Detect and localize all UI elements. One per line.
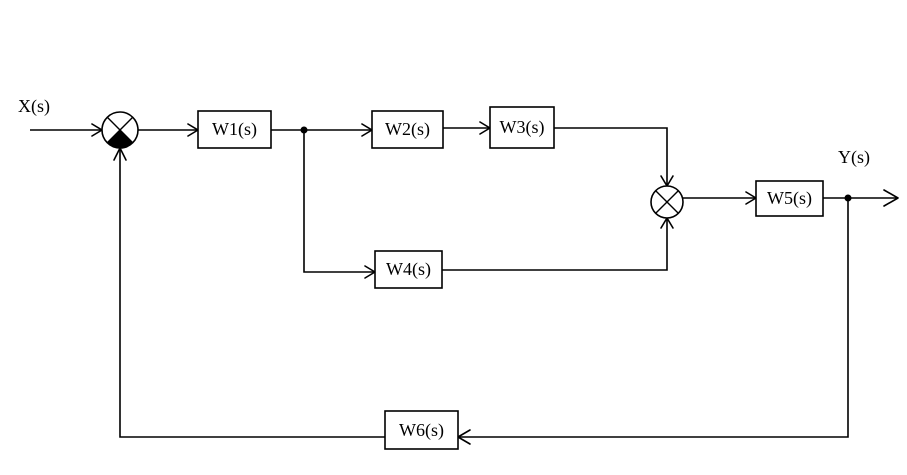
summing-junction-2 bbox=[650, 185, 684, 219]
negative-sign-sector bbox=[107, 130, 133, 148]
block-w5-label: W5(s) bbox=[767, 188, 812, 209]
block-w1-label: W1(s) bbox=[212, 119, 257, 140]
block-w2: W2(s) bbox=[371, 110, 444, 149]
connector-w4-sum2 bbox=[442, 217, 674, 271]
connector-feedback-w6 bbox=[457, 198, 849, 445]
block-w6: W6(s) bbox=[384, 410, 459, 450]
connector-w3-sum2 bbox=[554, 127, 674, 187]
block-w2-label: W2(s) bbox=[385, 119, 430, 140]
connector-branch-w4 bbox=[303, 130, 376, 279]
input-connector bbox=[30, 123, 103, 137]
summing-junction-1 bbox=[101, 111, 139, 149]
block-w3: W3(s) bbox=[489, 106, 555, 149]
connector-sum2-w5 bbox=[683, 191, 757, 205]
connector-w6-sum1 bbox=[113, 147, 385, 438]
connector-sum1-w1 bbox=[138, 123, 199, 137]
output-connector bbox=[823, 189, 899, 207]
connector-w2-w3 bbox=[443, 121, 491, 135]
block-w1: W1(s) bbox=[197, 110, 272, 149]
block-w3-label: W3(s) bbox=[500, 117, 545, 138]
block-w6-label: W6(s) bbox=[399, 420, 444, 441]
connector-w1-w2 bbox=[271, 123, 373, 137]
block-w5: W5(s) bbox=[755, 180, 824, 217]
input-signal-label: X(s) bbox=[18, 96, 50, 117]
block-w4: W4(s) bbox=[374, 250, 443, 289]
block-w4-label: W4(s) bbox=[386, 259, 431, 280]
output-signal-label: Y(s) bbox=[838, 147, 870, 168]
